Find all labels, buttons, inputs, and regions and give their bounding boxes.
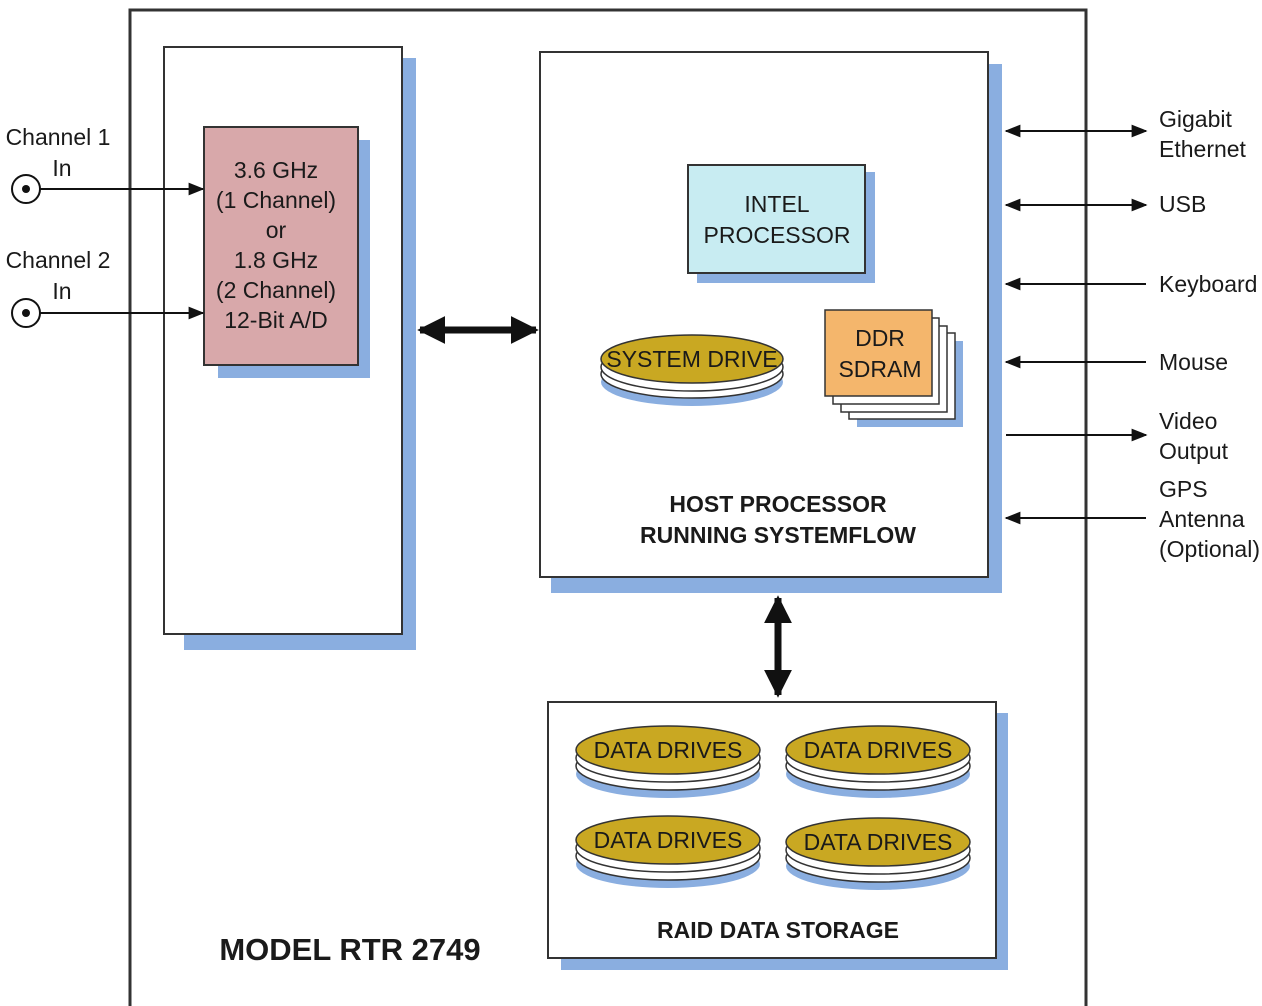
data-drive-1-icon — [575, 725, 761, 798]
intel-processor-chip — [687, 164, 866, 274]
ddr-sdram-stack-icon — [824, 309, 963, 427]
data-drive-3-label: DATA DRIVES — [594, 827, 743, 853]
processor-line-2: PROCESSOR — [704, 222, 851, 248]
data-drive-1-label: DATA DRIVES — [594, 737, 743, 763]
model-label: MODEL RTR 2749 — [219, 932, 480, 967]
io-gigabit-line-1: Gigabit — [1159, 106, 1232, 132]
data-drive-4-icon — [785, 817, 971, 890]
io-gps-line-1: GPS — [1159, 476, 1208, 502]
io-mouse-label: Mouse — [1159, 349, 1228, 375]
io-video-line-1: Video — [1159, 408, 1217, 434]
io-video-line-2: Output — [1159, 438, 1229, 464]
adc-line-3: or — [266, 217, 287, 243]
data-drive-3-icon — [575, 815, 761, 888]
raid-storage-caption: RAID DATA STORAGE — [657, 917, 899, 943]
host-caption-line-1: HOST PROCESSOR — [669, 491, 887, 517]
io-usb-label: USB — [1159, 191, 1206, 217]
io-gigabit-line-2: Ethernet — [1159, 136, 1247, 162]
channel-2-connector-pin — [22, 309, 30, 317]
system-drive-icon — [600, 334, 784, 406]
memory-line-2: SDRAM — [838, 356, 921, 382]
adc-line-4: 1.8 GHz — [234, 247, 318, 273]
data-drive-2-label: DATA DRIVES — [804, 737, 953, 763]
adc-module — [203, 126, 359, 366]
io-gps-line-3: (Optional) — [1159, 536, 1260, 562]
adc-line-1: 3.6 GHz — [234, 157, 318, 183]
channel-1-connector-pin — [22, 185, 30, 193]
host-caption-line-2: RUNNING SYSTEMFLOW — [640, 522, 916, 548]
io-keyboard-label: Keyboard — [1159, 271, 1257, 297]
processor-line-1: INTEL — [744, 191, 809, 217]
adc-line-2: (1 Channel) — [216, 187, 336, 213]
data-drive-2-icon — [785, 725, 971, 798]
channel-1-label: Channel 1 — [6, 124, 111, 150]
adc-line-6: 12-Bit A/D — [224, 307, 328, 333]
channel-2-sublabel: In — [52, 278, 71, 304]
memory-line-1: DDR — [855, 325, 905, 351]
channel-1-sublabel: In — [52, 155, 71, 181]
system-drive-label: SYSTEM DRIVE — [606, 346, 777, 372]
adc-line-5: (2 Channel) — [216, 277, 336, 303]
data-drive-4-label: DATA DRIVES — [804, 829, 953, 855]
io-gps-line-2: Antenna — [1159, 506, 1245, 532]
channel-2-label: Channel 2 — [6, 247, 111, 273]
